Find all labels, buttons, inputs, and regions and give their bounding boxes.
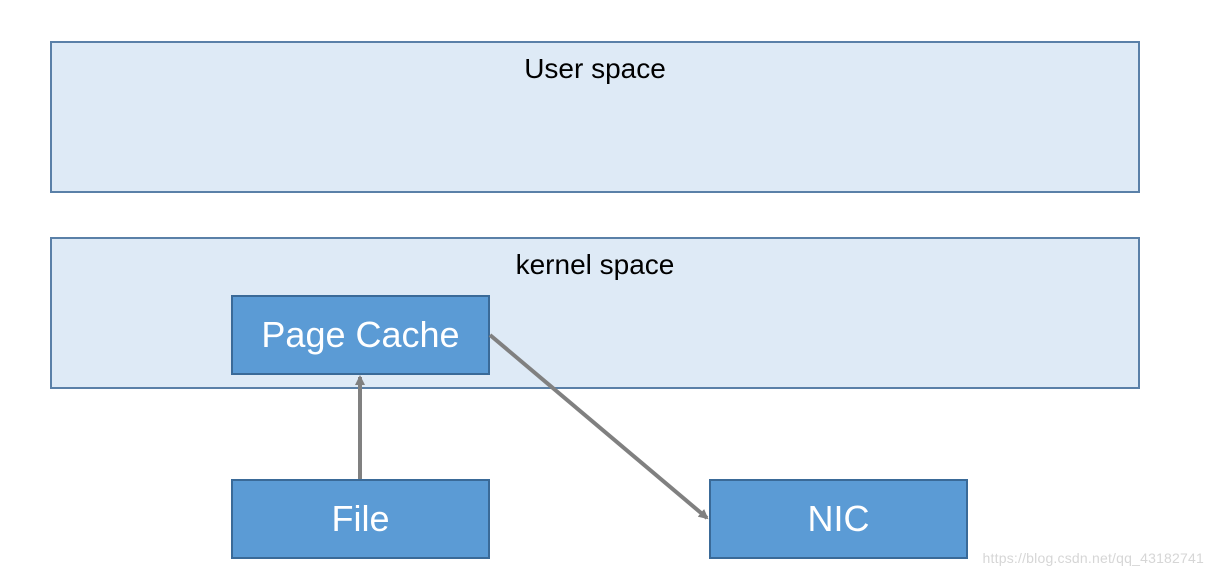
- page-cache-node: Page Cache: [231, 295, 490, 375]
- watermark: https://blog.csdn.net/qq_43182741: [982, 550, 1204, 566]
- nic-node: NIC: [709, 479, 968, 559]
- file-node: File: [231, 479, 490, 559]
- user-space-region: User space: [50, 41, 1140, 193]
- kernel-space-label: kernel space: [515, 249, 675, 280]
- user-space-label: User space: [524, 53, 666, 84]
- arrow-page-cache-to-nic: [488, 333, 709, 520]
